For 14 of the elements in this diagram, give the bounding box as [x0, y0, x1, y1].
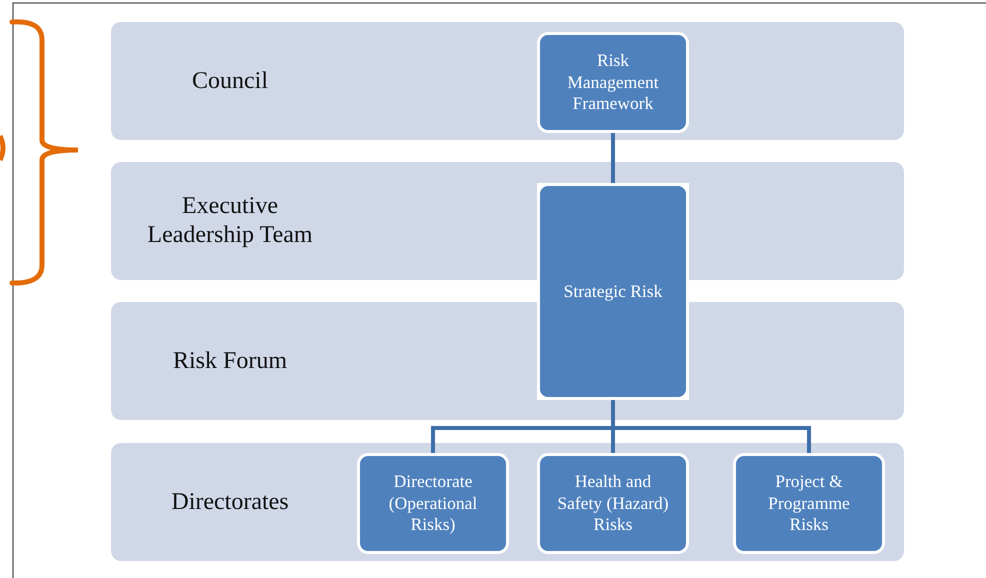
level-label: Council — [191, 66, 269, 96]
level-band — [111, 302, 537, 420]
level-band — [111, 443, 904, 561]
level-band — [111, 22, 904, 140]
risk-box: Health and Safety (Hazard) Risks — [537, 453, 689, 554]
connector-line — [611, 133, 615, 183]
risk-box: Project & Programme Risks — [733, 453, 885, 554]
level-label: Directorates — [170, 488, 290, 517]
risk-box: Directorate (Operational Risks) — [357, 453, 509, 554]
level-label: Risk Forum — [172, 346, 288, 376]
level-label: Executive Leadership Team — [146, 192, 314, 250]
risk-box: Strategic Risk — [537, 183, 689, 400]
risk-box: Risk Management Framework — [537, 32, 689, 133]
level-band — [111, 162, 537, 280]
